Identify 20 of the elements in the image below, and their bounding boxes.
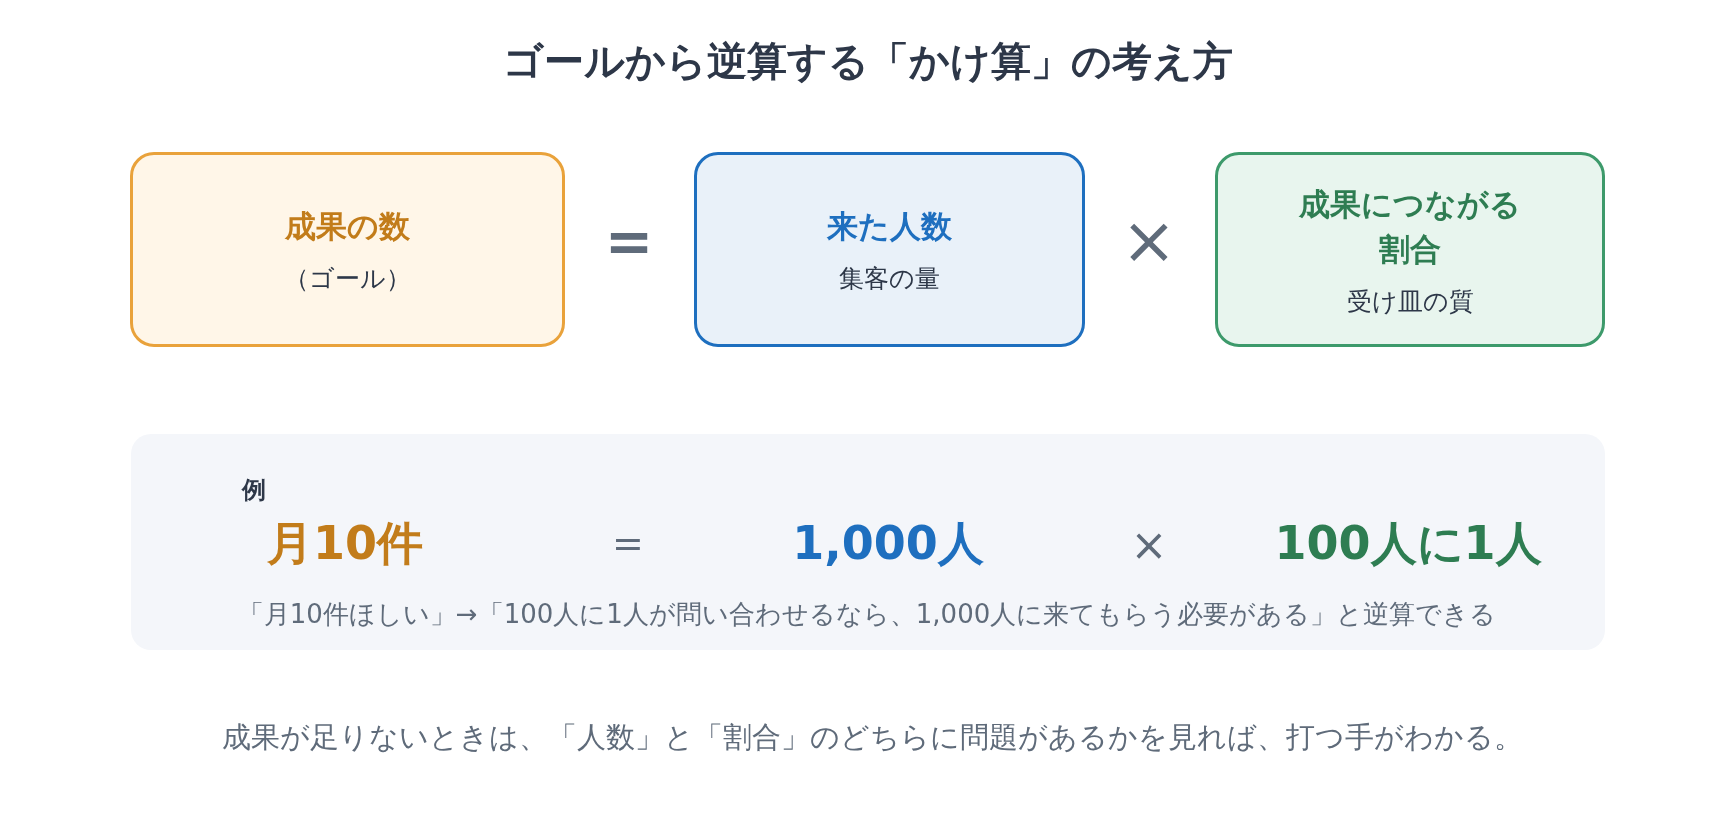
card-subtext: 集客の量	[839, 263, 940, 295]
example-label: 例	[242, 475, 266, 505]
card-subtext: （ゴール）	[284, 263, 411, 295]
caption-text: 成果が足りないときは、「人数」と「割合」のどちらに問題があるかを見れば、打つ手がわかる。	[221, 718, 1523, 756]
operator-symbol: ×	[1121, 200, 1177, 281]
explanation-text: 「月10件ほしい」→「100人に1人が問い合わせるなら、1,000人に来てもらう必要がある」と逆算できる	[237, 597, 1497, 631]
operator-symbol: =	[612, 520, 644, 568]
formula-card	[694, 152, 1085, 347]
operator-symbol: =	[604, 205, 654, 277]
card-heading: 成果の数	[285, 207, 410, 246]
card-heading: 来た人数	[827, 207, 952, 246]
diagram-title: ゴールから逆算する「かけ算」の考え方	[503, 37, 1233, 86]
formula-card	[1215, 152, 1605, 347]
value-text: 1,000人	[792, 515, 984, 573]
operator-symbol: ×	[1130, 517, 1168, 572]
formula-card	[130, 152, 565, 347]
value-text: 100人に1人	[1274, 515, 1542, 573]
card-heading: 成果につながる割合	[1298, 184, 1522, 269]
card-subtext: 受け皿の質	[1346, 285, 1474, 318]
value-text: 月10件	[267, 515, 423, 573]
